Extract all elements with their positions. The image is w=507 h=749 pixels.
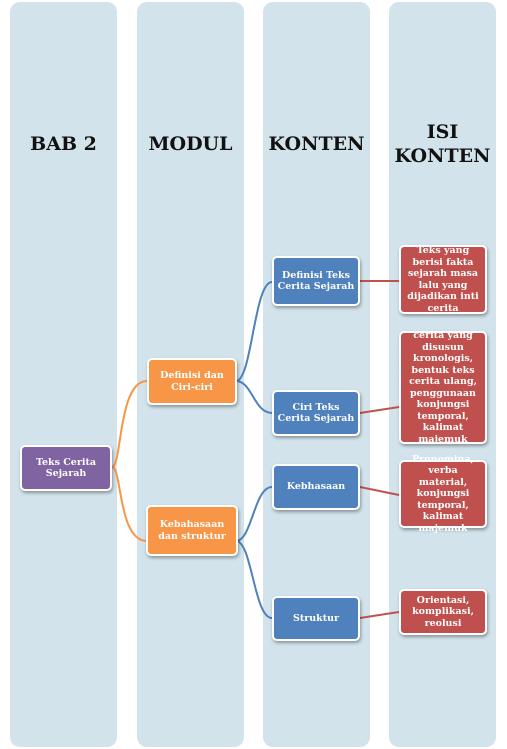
node-modul-kebahasaan: Kebahasaan dan struktur [146, 505, 238, 556]
connector-konten4-isi4 [359, 611, 400, 619]
connector-root-modul2 [111, 466, 148, 542]
column-title-modul: MODUL [148, 133, 233, 155]
node-root: Teks Cerita Sejarah [20, 445, 112, 491]
node-modul-definisi: Definisi dan Ciri-ciri [147, 358, 237, 405]
node-konten-kebhasaan: Kebhasaan [272, 464, 360, 510]
connector-modul1-konten1 [235, 281, 273, 382]
node-isi-definisi: Teks yang berisi fakta sejarah masa lalu… [399, 245, 487, 314]
connector-modul2-konten4 [235, 540, 273, 619]
node-konten-struktur: Struktur [272, 596, 360, 641]
column-bab: BAB 2 [10, 2, 117, 747]
connector-konten3-isi3 [359, 486, 400, 496]
node-isi-kebahasaan: Pronomina, verba material, konjungsi tem… [399, 454, 487, 534]
node-isi-struktur: Orientasi, komplikasi, reolusi [399, 589, 487, 635]
column-title-bab: BAB 2 [30, 133, 97, 155]
node-konten-definisi: Definisi Teks Cerita Sejarah [272, 256, 360, 306]
connector-modul2-konten3 [235, 486, 273, 542]
column-title-isi-konten: ISI KONTEN [394, 121, 491, 167]
connector-konten2-isi2 [359, 406, 400, 414]
node-konten-ciri: Ciri Teks Cerita Sejarah [272, 390, 360, 436]
node-isi-ciri: cerita yang disusun kronologis, bentuk t… [399, 330, 487, 445]
column-title-konten: KONTEN [268, 133, 365, 155]
connector-root-modul1 [111, 380, 148, 468]
connector-modul1-konten2 [235, 380, 273, 414]
